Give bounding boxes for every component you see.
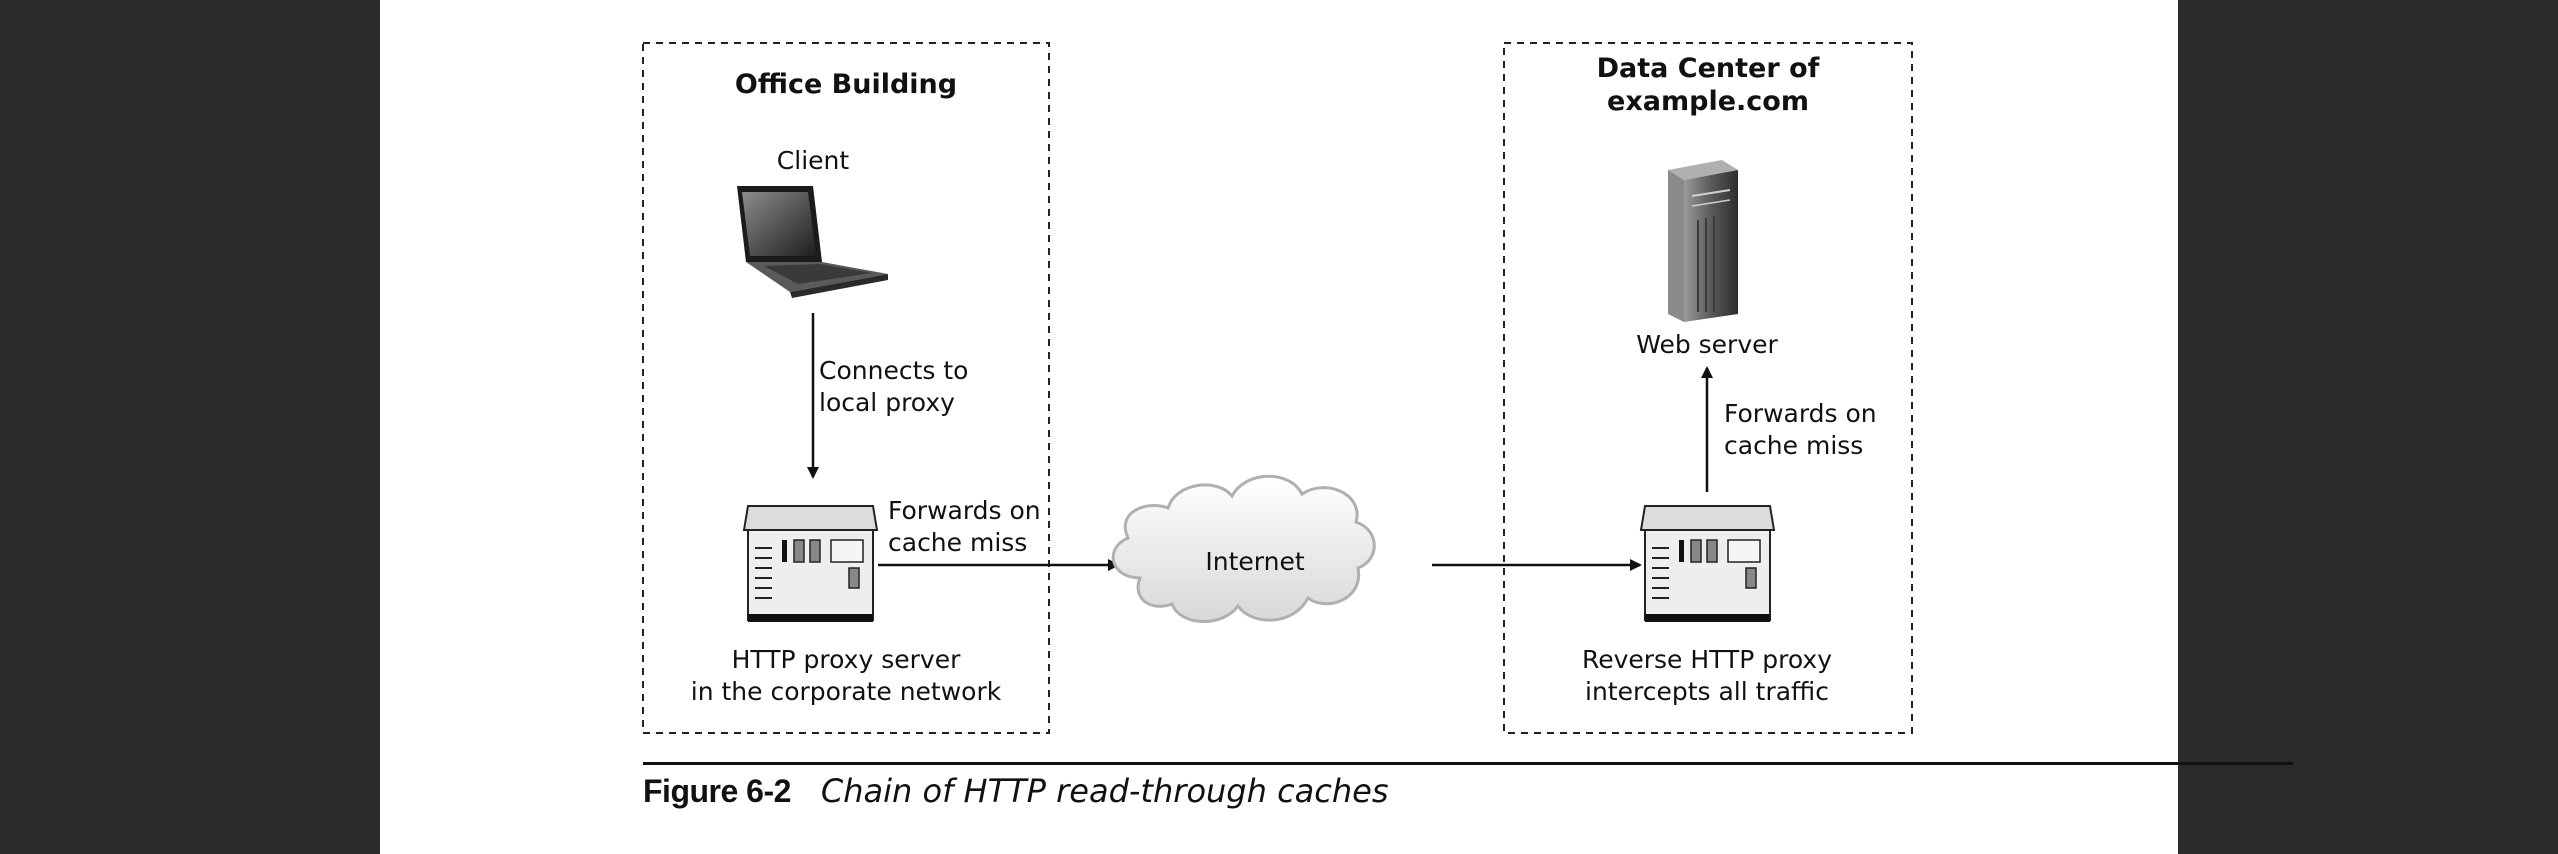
tower-server-icon: [1668, 160, 1738, 322]
datacenter-title-line2: example.com: [1607, 86, 1809, 117]
figure-title: Chain of HTTP read-through caches: [820, 772, 1389, 810]
figure-page: Office Building Data Center of example.c…: [380, 0, 2293, 854]
web-server-label: Web server: [1636, 330, 1778, 359]
figure-number: Figure 6-2: [643, 773, 791, 809]
server-icon: [1639, 505, 1776, 622]
http-proxy-label-line1: HTTP proxy server: [731, 645, 961, 674]
figure-caption: Figure 6-2 Chain of HTTP read-through cac…: [643, 772, 1389, 812]
server-icon: [742, 505, 879, 622]
client-label: Client: [776, 146, 850, 175]
edge-label-reverse-to-web-line1: Forwards on: [1724, 399, 1877, 428]
office-building-title: Office Building: [734, 69, 958, 100]
caption-rule: [643, 762, 2293, 765]
datacenter-title-line1: Data Center of: [1596, 53, 1820, 84]
cloud-icon: [1111, 474, 1376, 623]
internet-label: Internet: [1205, 547, 1305, 576]
diagram-canvas: [642, 42, 1913, 734]
edge-label-client-to-proxy-line1: Connects to: [819, 356, 969, 385]
http-proxy-label-line2: in the corporate network: [690, 677, 1002, 706]
edge-label-client-to-proxy-line2: local proxy: [819, 388, 955, 417]
edge-label-proxy-to-internet-line2: cache miss: [888, 528, 1028, 557]
edge-label-reverse-to-web-line2: cache miss: [1724, 431, 1864, 460]
edge-label-proxy-to-internet-line1: Forwards on: [888, 496, 1041, 525]
datacenter-group: [1503, 42, 1913, 734]
office-building-group: [642, 42, 1050, 734]
reverse-proxy-label-line2: intercepts all traffic: [1585, 677, 1829, 706]
reverse-proxy-label-line1: Reverse HTTP proxy: [1581, 645, 1833, 674]
laptop-icon: [737, 186, 888, 298]
